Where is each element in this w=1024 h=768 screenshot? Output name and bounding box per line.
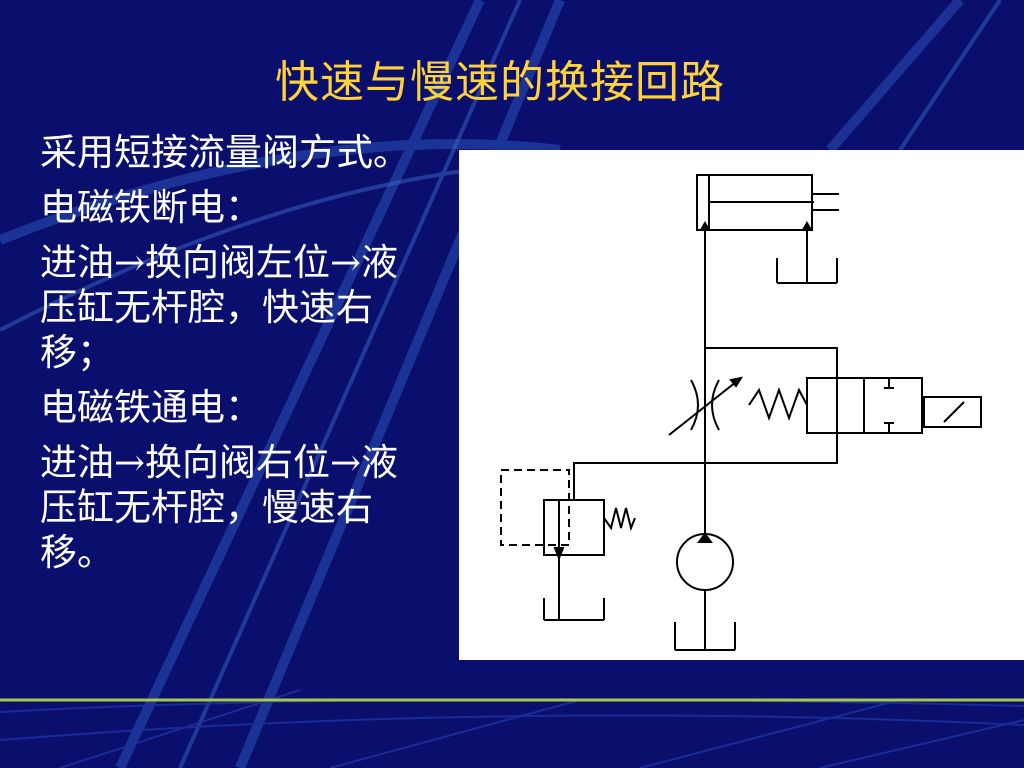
paragraph-slow-path: 进油→换向阀右位→液压缸无杆腔，慢速右移。 [40,441,399,574]
cylinder-tank-symbol [776,230,838,284]
slide-title: 快速与慢速的换接回路 [275,57,725,108]
paragraph-solenoid-off: 电磁铁断电： [40,186,262,229]
pump-symbol [674,532,736,651]
slide-body: 采用短接流量阀方式。 电磁铁断电： 进油→换向阀左位→液压缸无杆腔，快速右移； … [40,130,420,585]
relief-valve [500,469,636,621]
hydraulic-circuit-diagram [459,150,1024,660]
paragraph-solenoid-on: 电磁铁通电： [40,386,262,429]
valve-return-line [573,433,838,500]
hydraulic-cylinder [696,174,839,231]
paragraph-fast-path: 进油→换向阀左位→液压缸无杆腔，快速右移； [40,241,399,374]
throttle-valve-symbol [668,376,744,436]
directional-valve [748,377,982,434]
paragraph-method: 采用短接流量阀方式。 [40,131,410,174]
bypass-line [705,347,838,378]
